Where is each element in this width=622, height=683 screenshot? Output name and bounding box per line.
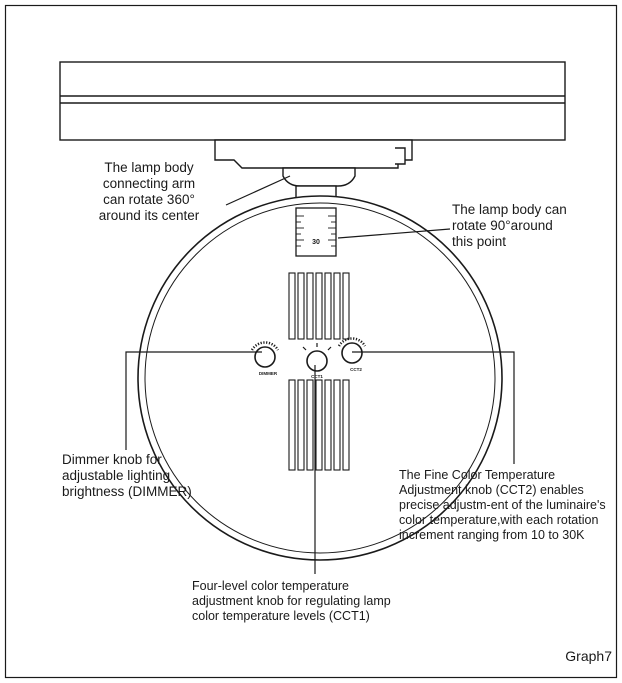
callout-line: color temperature levels (CCT1): [192, 609, 370, 623]
cct2-knob-scale-arc: [337, 337, 367, 347]
callout-cct2: The Fine Color Temperature Adjustment kn…: [399, 468, 606, 543]
connecting-arm: 30: [295, 207, 337, 257]
callout-line: The lamp body can: [452, 202, 567, 217]
callout-line: precise adjustm-ent of the luminaire's: [399, 498, 606, 512]
callout-lamp-body-rotation: The lamp body can rotate 90°around this …: [452, 202, 567, 250]
lamp-body-inner-ring: [144, 202, 496, 554]
lamp-body: [137, 195, 503, 561]
callout-line: The Fine Color Temperature: [399, 468, 556, 482]
figure-label: Graph7: [565, 648, 612, 664]
callout-line: adjustment knob for regulating lamp: [192, 594, 391, 608]
leader-dimmer: [125, 351, 262, 450]
leader-lines: [125, 175, 515, 574]
cct2-knob[interactable]: CCT2: [337, 337, 367, 372]
dimmer-knob[interactable]: DIMMER: [250, 341, 280, 376]
heat-sink-fins-lower: [288, 379, 350, 471]
arm-scale-number: 30: [312, 239, 320, 246]
cct1-knob[interactable]: CCT1: [302, 343, 332, 379]
callout-line: around its center: [98, 208, 200, 223]
leader-body: [337, 228, 451, 239]
callout-line: increment ranging from 10 to 30K: [399, 528, 585, 542]
callout-line: adjustable lighting: [62, 468, 171, 483]
track-rail: [59, 61, 566, 141]
callout-connecting-arm: The lamp body connecting arm can rotate …: [74, 160, 224, 224]
callout-line: connecting arm: [102, 176, 196, 191]
callout-line: this point: [452, 234, 507, 249]
callout-line: Four-level color temperature: [192, 579, 350, 593]
callout-line: brightness (DIMMER): [62, 484, 192, 499]
dimmer-knob-scale-arc: [250, 341, 280, 351]
track-adapter: [214, 139, 413, 169]
figure-border: [4, 4, 618, 679]
callout-line: Dimmer knob for: [62, 452, 162, 467]
callout-cct1: Four-level color temperature adjustment …: [192, 579, 391, 624]
callout-dimmer: Dimmer knob for adjustable lighting brig…: [62, 452, 192, 500]
leader-arm: [225, 175, 291, 206]
callout-line: can rotate 360°: [103, 192, 195, 207]
callout-line: Adjustment knob (CCT2) enables: [399, 483, 584, 497]
cct1-knob-label: CCT1: [311, 374, 323, 379]
callout-line: color temperature,with each rotation: [399, 513, 599, 527]
callout-line: rotate 90°around: [452, 218, 553, 233]
cct2-knob-label: CCT2: [350, 367, 362, 372]
callout-line: The lamp body: [104, 160, 194, 175]
dimmer-knob-label: DIMMER: [259, 371, 278, 376]
heat-sink-fins-upper: [288, 272, 350, 340]
leader-cct2: [352, 351, 515, 464]
